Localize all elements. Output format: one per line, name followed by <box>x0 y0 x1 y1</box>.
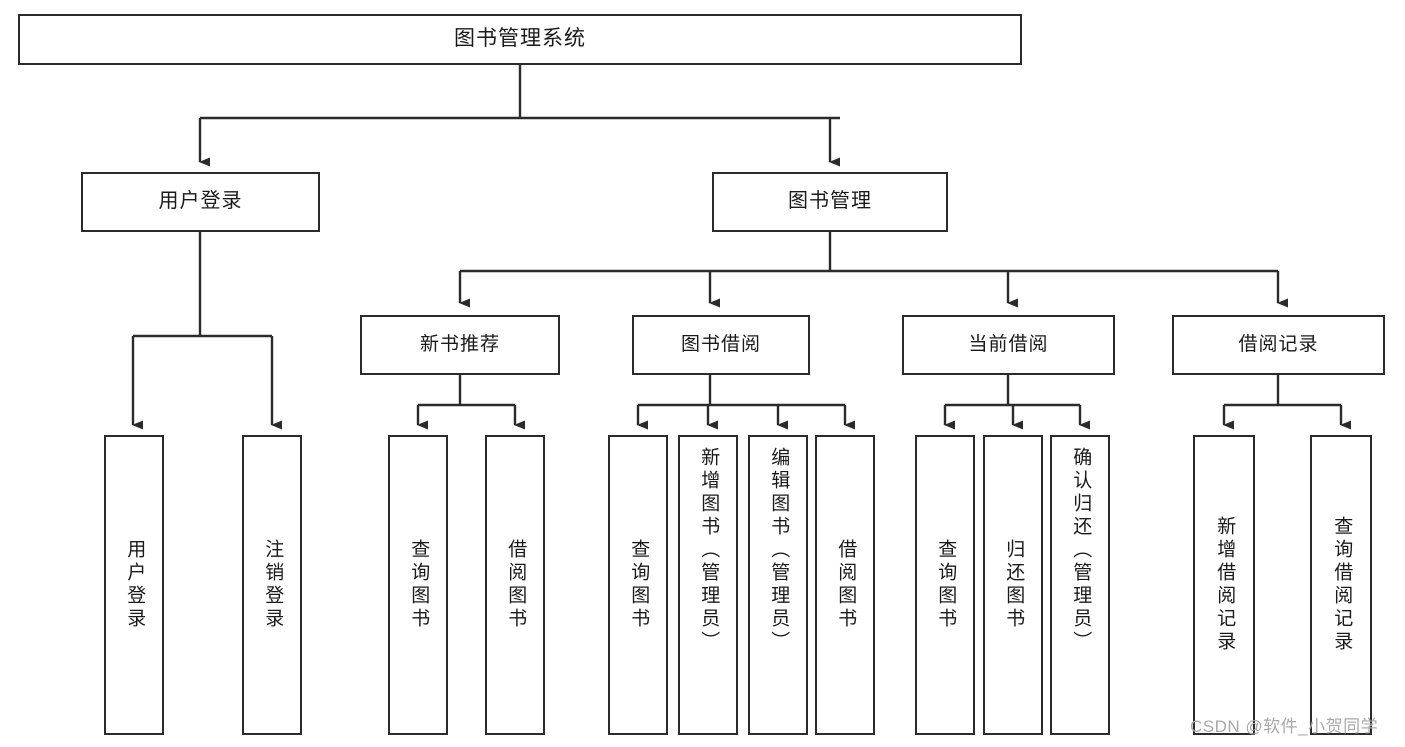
node-leaf-confirm-return[interactable]: 确认归还（管理员） <box>1050 435 1110 735</box>
node-leaf-return-book-label: 归还图书 <box>1003 539 1025 631</box>
node-leaf-query-book-1-label: 查询图书 <box>408 539 430 631</box>
node-leaf-edit-book-label: 编辑图书（管理员） <box>768 447 790 654</box>
node-new-book-rec-label: 新书推荐 <box>419 333 500 355</box>
node-root-label: 图书管理系统 <box>454 27 586 51</box>
node-leaf-borrow-book-1[interactable]: 借阅图书 <box>485 435 545 735</box>
node-leaf-borrow-book-1-label: 借阅图书 <box>505 539 527 631</box>
node-leaf-user-login[interactable]: 用户登录 <box>104 435 164 735</box>
node-leaf-add-record-label: 新增借阅记录 <box>1214 516 1236 654</box>
node-borrow-record-label: 借阅记录 <box>1238 333 1319 355</box>
node-leaf-edit-book[interactable]: 编辑图书（管理员） <box>748 435 808 735</box>
node-book-manage-label: 图书管理 <box>788 190 872 213</box>
node-leaf-query-book-1[interactable]: 查询图书 <box>388 435 448 735</box>
node-leaf-user-logout-label: 注销登录 <box>262 539 284 631</box>
node-leaf-query-book-3-label: 查询图书 <box>935 539 957 631</box>
node-leaf-add-book[interactable]: 新增图书（管理员） <box>678 435 738 735</box>
node-book-borrow[interactable]: 图书借阅 <box>632 315 810 375</box>
node-new-book-rec[interactable]: 新书推荐 <box>360 315 560 375</box>
node-leaf-query-record-label: 查询借阅记录 <box>1331 516 1353 654</box>
node-leaf-query-book-2[interactable]: 查询图书 <box>608 435 668 735</box>
node-leaf-add-record[interactable]: 新增借阅记录 <box>1193 435 1255 735</box>
node-user-login[interactable]: 用户登录 <box>81 172 320 232</box>
node-leaf-return-book[interactable]: 归还图书 <box>983 435 1043 735</box>
node-leaf-add-book-label: 新增图书（管理员） <box>698 447 720 654</box>
watermark: CSDN @软件_小贺同学 <box>1190 717 1379 736</box>
node-root[interactable]: 图书管理系统 <box>18 14 1022 65</box>
node-leaf-user-logout[interactable]: 注销登录 <box>242 435 302 735</box>
node-leaf-user-login-label: 用户登录 <box>124 539 146 631</box>
node-borrow-record[interactable]: 借阅记录 <box>1172 315 1385 375</box>
node-leaf-borrow-book-2-label: 借阅图书 <box>835 539 857 631</box>
node-current-borrow-label: 当前借阅 <box>968 333 1049 355</box>
node-leaf-query-book-3[interactable]: 查询图书 <box>915 435 975 735</box>
node-leaf-query-record[interactable]: 查询借阅记录 <box>1310 435 1372 735</box>
node-current-borrow[interactable]: 当前借阅 <box>902 315 1115 375</box>
node-leaf-query-book-2-label: 查询图书 <box>628 539 650 631</box>
node-leaf-borrow-book-2[interactable]: 借阅图书 <box>815 435 875 735</box>
node-leaf-confirm-return-label: 确认归还（管理员） <box>1070 447 1092 654</box>
node-user-login-label: 用户登录 <box>158 190 243 213</box>
node-book-manage[interactable]: 图书管理 <box>712 172 948 232</box>
node-book-borrow-label: 图书借阅 <box>680 333 761 355</box>
